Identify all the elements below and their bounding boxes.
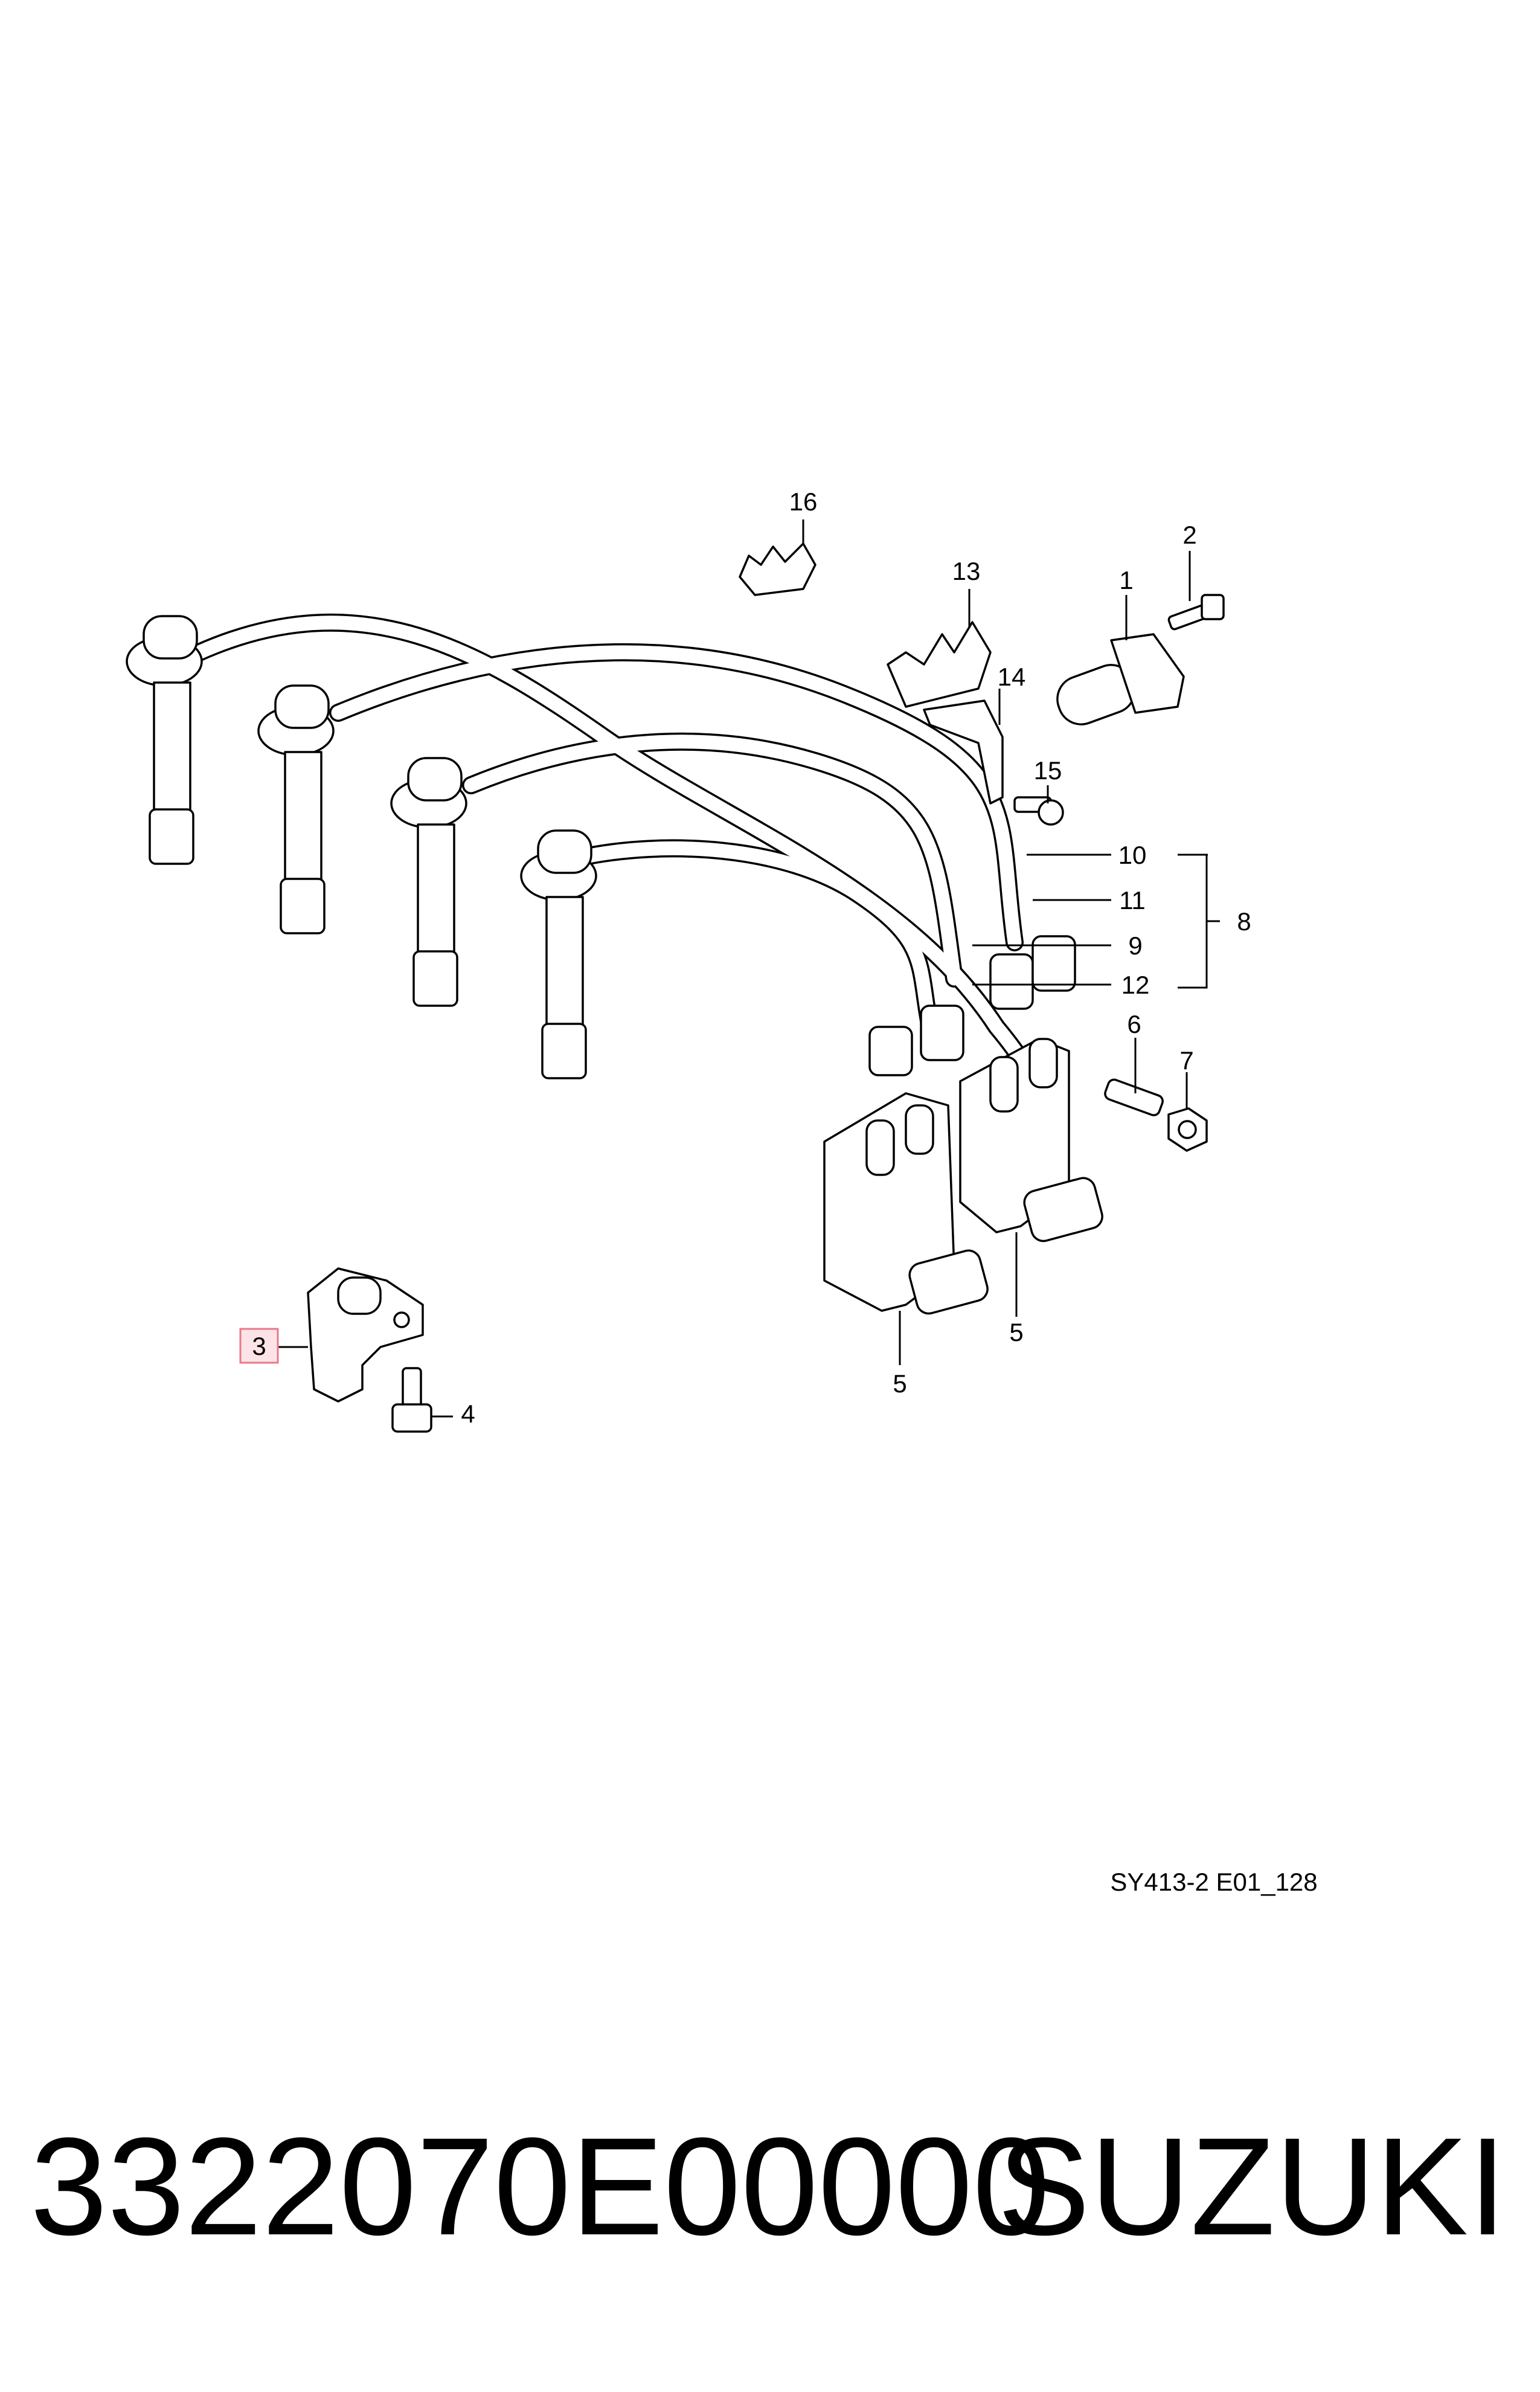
ignition-coil-rear <box>959 1038 1103 1243</box>
footer <box>0 1993 1540 2392</box>
callout-1: 1 <box>1119 566 1133 594</box>
screw-part-2 <box>1167 594 1225 631</box>
brand-name: SUZUKI <box>997 2109 1507 2264</box>
exploded-view-drawing: 1 2 3 4 5 5 6 7 8 9 10 11 12 13 14 15 16… <box>126 487 1318 1896</box>
plug-boot-3 <box>390 757 467 1007</box>
ignition-wire-set <box>190 613 1054 1114</box>
callout-4: 4 <box>461 1400 475 1428</box>
callout-9: 9 <box>1128 931 1142 960</box>
bracket-part-14 <box>923 699 1004 805</box>
sensor-part-1 <box>1056 633 1185 725</box>
clamp-part-13 <box>887 621 992 708</box>
callout-6: 6 <box>1127 1010 1141 1038</box>
parts-diagram: 1 2 3 4 5 5 6 7 8 9 10 11 12 13 14 15 16… <box>126 487 1318 1896</box>
callout-5-rear: 5 <box>1009 1318 1023 1346</box>
callout-13: 13 <box>952 557 981 585</box>
callout-12: 12 <box>1121 971 1150 999</box>
callout-5-front: 5 <box>893 1369 906 1398</box>
callout-14: 14 <box>998 663 1026 691</box>
callout-7: 7 <box>1179 1046 1193 1075</box>
plug-boot-4 <box>520 829 597 1079</box>
callout-11: 11 <box>1119 886 1146 915</box>
clip-part-16 <box>739 542 817 596</box>
highlight-box <box>239 1328 279 1364</box>
leader-lines <box>278 519 1220 1418</box>
bolt-part-4 <box>391 1367 432 1433</box>
bolt-part-15 <box>1013 796 1064 826</box>
plug-boot-2 <box>257 684 335 934</box>
callout-3: 3 <box>252 1332 266 1360</box>
part-number: 3322070E00000 <box>30 2109 1050 2264</box>
stud-part-6 <box>1104 1078 1164 1116</box>
drawing-code: SY413-2 E01_128 <box>1110 1868 1317 1896</box>
plug-boot-1 <box>126 615 203 865</box>
nut-part-7 <box>1167 1107 1208 1152</box>
coil-boots <box>868 935 1076 1076</box>
callout-labels: 1 2 3 4 5 5 6 7 8 9 10 11 12 13 14 15 16… <box>239 487 1318 1896</box>
callout-8: 8 <box>1237 907 1251 936</box>
callout-15: 15 <box>1034 756 1062 785</box>
callout-16: 16 <box>789 487 818 516</box>
callout-10: 10 <box>1118 841 1147 869</box>
sensor-part-3 <box>307 1267 424 1403</box>
ignition-coil-front <box>823 1092 989 1315</box>
callout-2: 2 <box>1182 521 1196 549</box>
